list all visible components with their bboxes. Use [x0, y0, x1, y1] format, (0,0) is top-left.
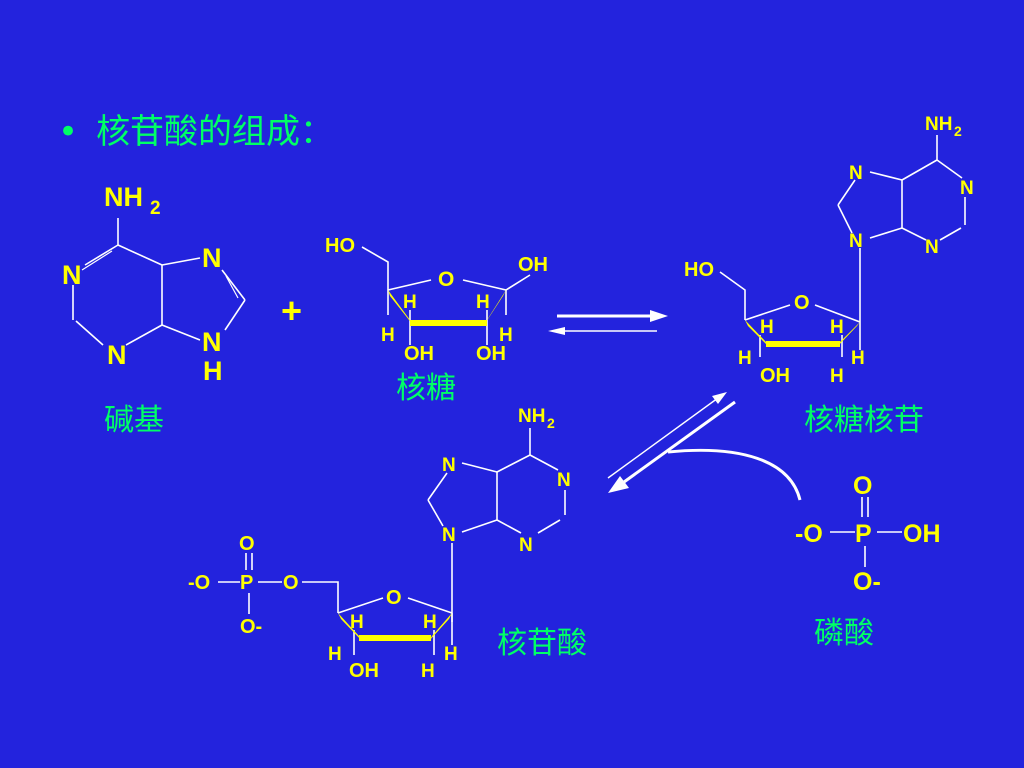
nucleotide-h2: H [423, 612, 437, 633]
phosphate-o-bottom: O- [853, 568, 881, 596]
ribose-h1: H [403, 292, 417, 313]
phosphate-curve-arrow [667, 448, 802, 501]
phosphate-labels: O -O P OH O- [795, 472, 941, 596]
nucleotide-oh: OH [349, 660, 379, 682]
nucleoside-n2: N [960, 178, 974, 199]
ribose-h2: H [476, 292, 490, 313]
phosphate-p: P [855, 520, 872, 548]
nucleotide-p-o-right: O [283, 572, 299, 594]
nucleotide-p-o-left: -O [188, 572, 210, 594]
ribose-oh1: OH [404, 343, 434, 365]
nucleotide-n2: N [557, 470, 571, 491]
nucleoside-n3: N [849, 231, 863, 252]
nucleoside-labels: NH 2 N N N N HO O H H H H OH H [684, 114, 974, 387]
nucleoside-n4: N [925, 237, 939, 258]
ribose-structure [361, 246, 531, 345]
nucleoside-h2: H [830, 317, 844, 338]
phosphate-oh: OH [903, 520, 941, 548]
nucleotide-o: O [386, 587, 402, 609]
base-n-bottom: N [107, 340, 127, 370]
nucleoside-n1: N [849, 163, 863, 184]
nucleoside-oh: OH [760, 365, 790, 387]
nucleotide-labels: NH 2 N N N N O -O P O O- O H H H H OH H [188, 406, 571, 682]
nucleoside-structure [719, 135, 966, 357]
nucleoside-nh2: NH [925, 114, 952, 135]
ribose-oh2: OH [476, 343, 506, 365]
nucleoside-o: O [794, 292, 810, 314]
ribose-caption: 核糖 [396, 371, 456, 406]
nucleotide-n3: N [442, 525, 456, 546]
nucleoside-ho: HO [684, 259, 714, 281]
ribose-h3: H [381, 325, 395, 346]
nucleotide-h3: H [328, 644, 342, 665]
phosphate-structure [830, 497, 902, 567]
plus-sign: + [281, 290, 302, 331]
ribose-oh-right: OH [518, 254, 548, 276]
equilibrium-arrow-2 [607, 392, 736, 493]
ribose-o: O [438, 268, 454, 291]
nucleotide-n4: N [519, 535, 533, 556]
base-nh2-subscript: 2 [150, 198, 161, 219]
ribose-h4: H [499, 325, 513, 346]
nucleotide-structure [218, 428, 566, 655]
phosphate-caption: 磷酸 [814, 616, 874, 651]
bullet-icon: • [58, 112, 79, 152]
ribose-labels: HO O OH H H H H OH OH [325, 235, 548, 365]
base-caption: 碱基 [104, 403, 164, 438]
nucleoside-nh2-subscript: 2 [954, 123, 962, 139]
phosphate-o-left: -O [795, 520, 823, 548]
base-n-top: N [202, 243, 222, 273]
adenine-labels: NH 2 N N N N H [62, 182, 223, 386]
nucleotide-nh2-subscript: 2 [547, 415, 555, 431]
nucleoside-h4: H [851, 348, 865, 369]
base-n-right: N [202, 327, 222, 357]
phosphate-o-top: O [853, 472, 872, 500]
nucleotide-p-o-bottom: O- [240, 616, 262, 638]
nucleoside-caption: 核糖核苷 [804, 403, 924, 438]
nucleotide-nh2: NH [518, 406, 545, 427]
equilibrium-arrow-1 [548, 310, 668, 335]
nucleotide-n1: N [442, 455, 456, 476]
nucleotide-h5: H [421, 661, 435, 682]
nucleoside-h1: H [760, 317, 774, 338]
nucleotide-p-o-top: O [239, 533, 255, 555]
slide-title: • 核苷酸的组成： [58, 104, 334, 153]
base-nh2-label: NH [104, 182, 143, 212]
ribose-ho: HO [325, 235, 355, 257]
nucleotide-h1: H [350, 612, 364, 633]
nucleotide-caption: 核苷酸 [497, 626, 587, 661]
base-n-left: N [62, 260, 82, 290]
title-text: 核苷酸的组成： [96, 112, 335, 152]
adenine-structure [72, 218, 246, 346]
nucleotide-p: P [240, 572, 253, 594]
nucleotide-h4: H [444, 644, 458, 665]
nucleoside-h3: H [738, 348, 752, 369]
nucleoside-h5: H [830, 366, 844, 387]
base-h: H [203, 356, 223, 386]
